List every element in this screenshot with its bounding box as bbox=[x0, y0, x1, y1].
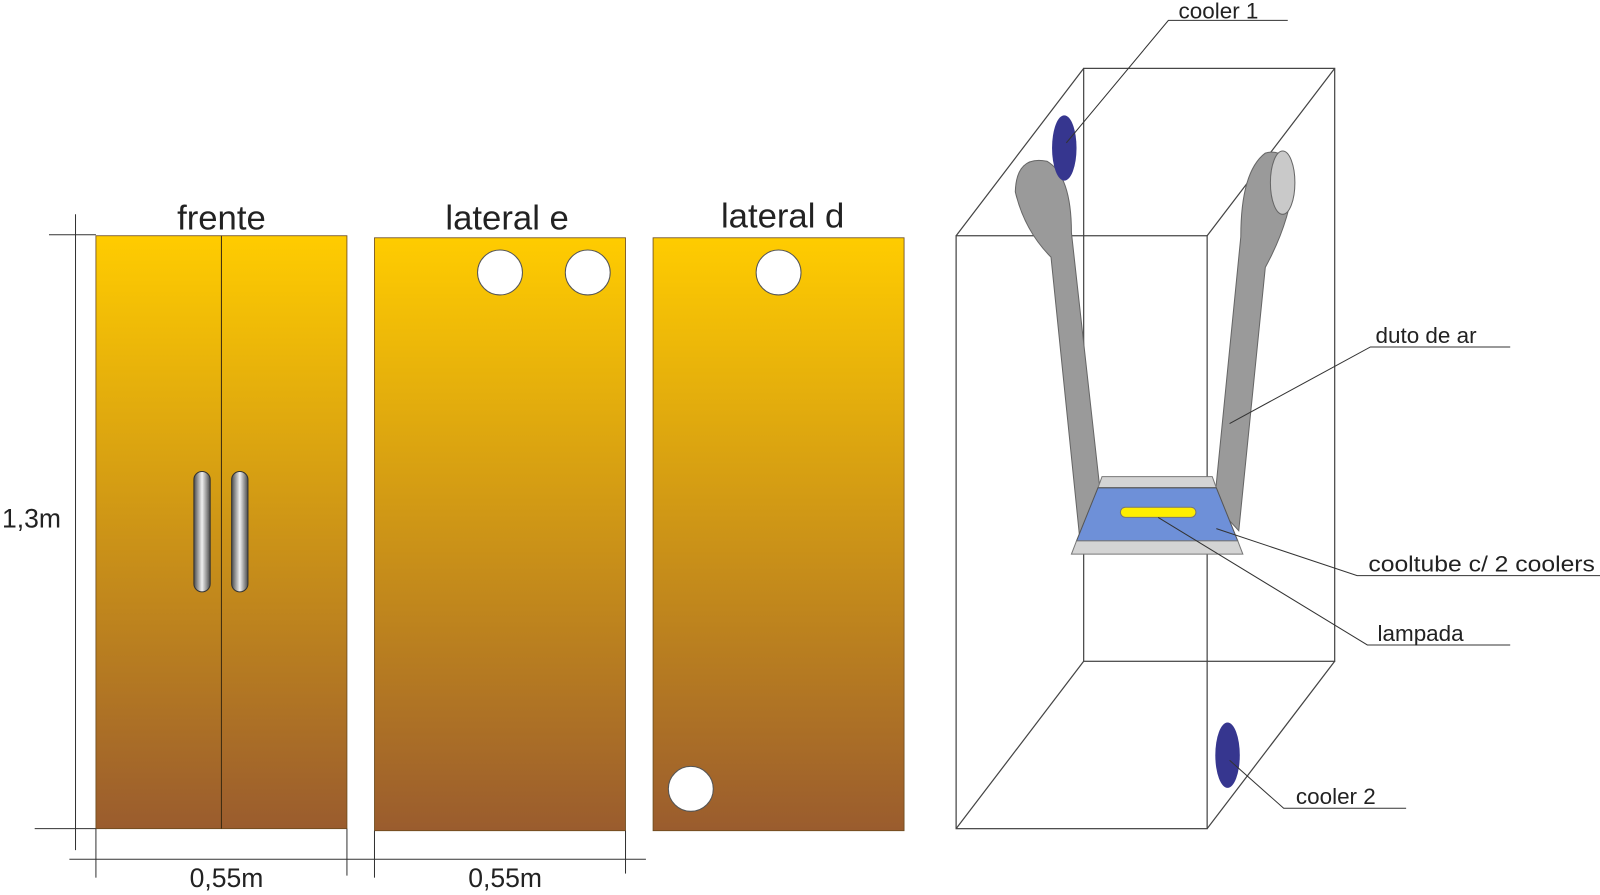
lamp bbox=[1119, 506, 1197, 518]
vent-hole bbox=[477, 249, 523, 296]
leader-line bbox=[1229, 759, 1407, 809]
right-side-panel-surface bbox=[652, 237, 905, 832]
left-side-panel-surface bbox=[374, 237, 626, 832]
front-width-label: 0,55m bbox=[190, 863, 264, 893]
vent-hole bbox=[564, 249, 611, 296]
callout-cooler-2: cooler 2 bbox=[1229, 759, 1407, 809]
vent-hole bbox=[667, 765, 714, 812]
front-panel-title: frente bbox=[177, 200, 266, 238]
front-width-dimension: 0,55m bbox=[69, 828, 348, 893]
height-dimension: 1,3m bbox=[2, 214, 96, 851]
callout-lamp: lampada bbox=[1157, 516, 1511, 646]
leader-line bbox=[1216, 528, 1600, 577]
cooltube-label: cooltube c/ 2 coolers bbox=[1368, 551, 1595, 576]
front-panel: frente bbox=[95, 200, 348, 830]
cooler-1-fan bbox=[1052, 115, 1077, 181]
cooler-2-fan bbox=[1215, 722, 1240, 788]
left-door-handle bbox=[193, 470, 211, 593]
right-door-handle bbox=[231, 470, 249, 593]
left-air-duct bbox=[1014, 159, 1103, 539]
cooltube-top-plate bbox=[1097, 476, 1218, 489]
height-label: 1,3m bbox=[2, 504, 61, 534]
cooler-1-label: cooler 1 bbox=[1179, 0, 1259, 23]
side-width-label: 0,55m bbox=[468, 863, 542, 893]
leader-line bbox=[1157, 516, 1511, 646]
box-edge bbox=[1206, 660, 1336, 830]
leader-line bbox=[1229, 346, 1511, 424]
lamp-label: lampada bbox=[1378, 621, 1465, 646]
cooltube-bottom-plate bbox=[1070, 540, 1244, 555]
callout-cooltube: cooltube c/ 2 coolers bbox=[1216, 528, 1600, 577]
vent-hole bbox=[755, 249, 802, 296]
right-duct-opening bbox=[1269, 150, 1296, 215]
cooler-2-label: cooler 2 bbox=[1296, 784, 1376, 809]
box-edge bbox=[955, 660, 1085, 830]
cooltube bbox=[1070, 476, 1244, 555]
callout-duct: duto de ar bbox=[1229, 323, 1511, 424]
left-side-panel-title: lateral e bbox=[445, 200, 568, 238]
side-width-dimension: 0,55m bbox=[346, 830, 646, 893]
right-side-panel-title: lateral d bbox=[721, 198, 844, 236]
left-side-panel: lateral e bbox=[374, 200, 626, 832]
duct-label: duto de ar bbox=[1376, 323, 1478, 348]
leader-line bbox=[1065, 19, 1288, 144]
box-edge bbox=[955, 68, 1085, 237]
right-side-panel: lateral d bbox=[652, 198, 905, 832]
box-back-face bbox=[1083, 67, 1336, 662]
callout-cooler-1: cooler 1 bbox=[1065, 0, 1288, 144]
air-ducts bbox=[1014, 150, 1296, 539]
